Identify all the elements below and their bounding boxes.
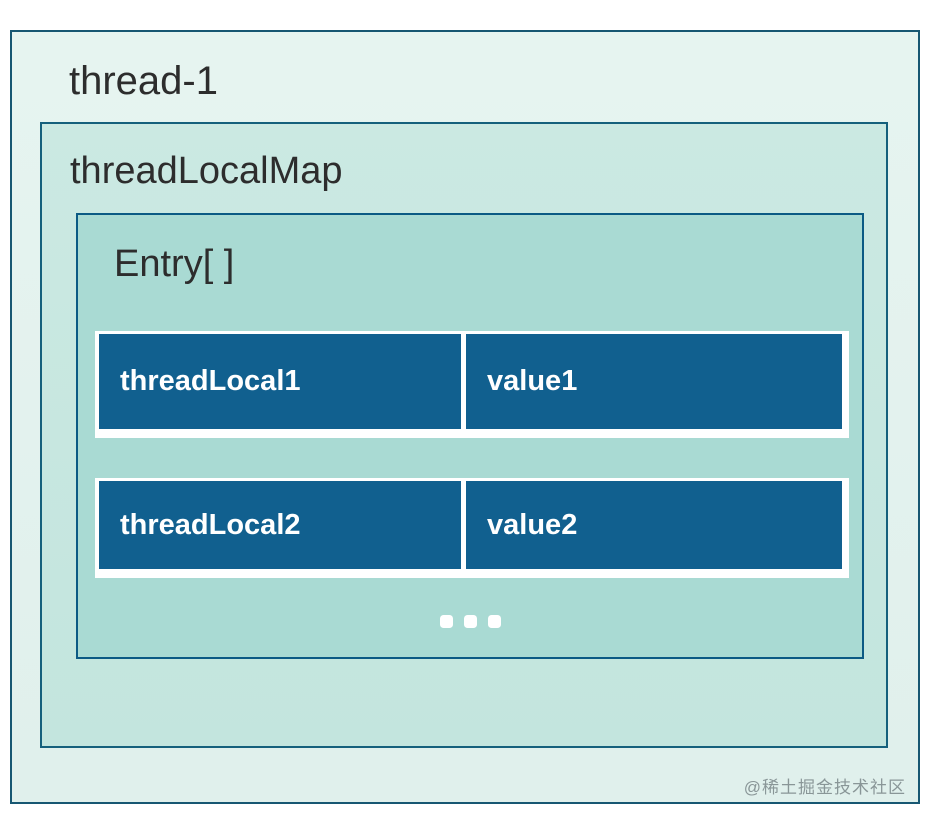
threadlocalmap-box: threadLocalMap Entry[ ] threadLocal1 val…	[40, 122, 888, 748]
more-entries-ellipsis	[78, 615, 862, 628]
entry-row-pair: threadLocal2 value2	[99, 481, 842, 569]
ellipsis-dot	[463, 615, 477, 628]
entry-array-label: Entry[ ]	[114, 243, 235, 285]
entry-value-cell: value1	[466, 334, 842, 429]
thread-box: thread-1 threadLocalMap Entry[ ] threadL…	[10, 30, 920, 804]
entry-key-cell: threadLocal2	[99, 481, 467, 569]
entry-row-pair: threadLocal1 value1	[99, 334, 842, 429]
entry-row: threadLocal1 value1	[95, 331, 849, 438]
entry-key-cell: threadLocal1	[99, 334, 467, 429]
watermark: @稀土掘金技术社区	[743, 778, 906, 797]
threadlocalmap-label: threadLocalMap	[70, 150, 343, 192]
ellipsis-dot	[439, 615, 453, 628]
ellipsis-dot	[487, 615, 501, 628]
entry-value-cell: value2	[466, 481, 842, 569]
entry-array-box: Entry[ ] threadLocal1 value1 threadLocal…	[76, 213, 864, 659]
thread-label: thread-1	[69, 59, 218, 103]
entry-row: threadLocal2 value2	[95, 478, 849, 578]
